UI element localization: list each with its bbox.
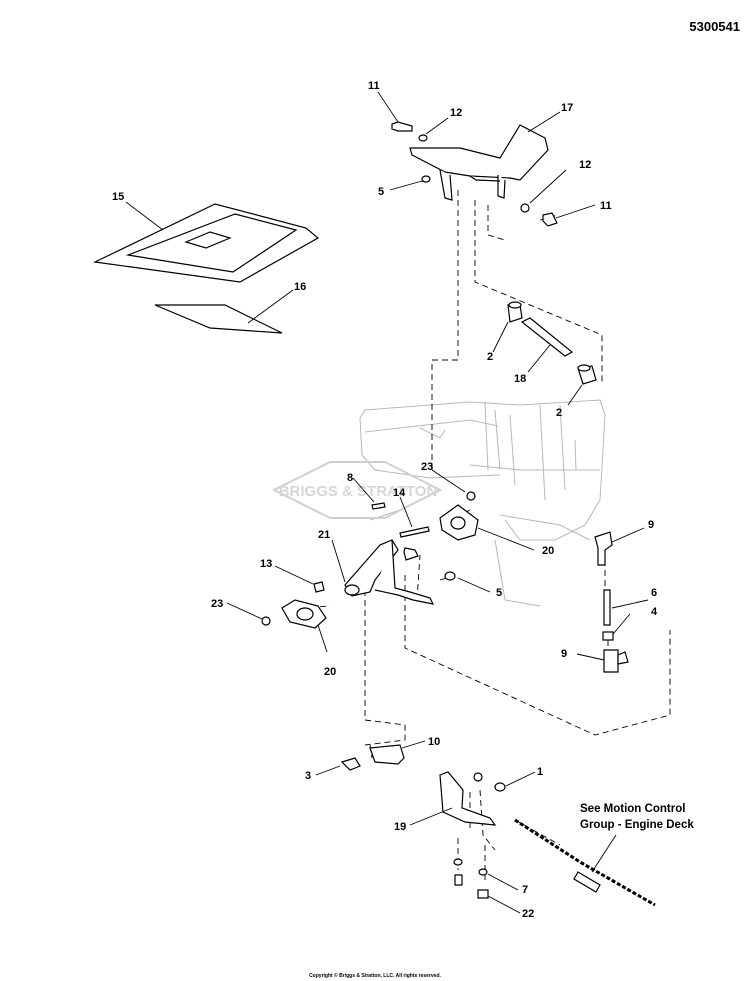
part-15-decal-inner [125,213,298,273]
background-frame-ghost [359,399,606,607]
part-16-decal [154,304,283,334]
note-line-1: See Motion Control [580,803,686,815]
motion-control-note: See Motion Control Group - Engine Deck [580,801,694,833]
callout-20: 20 [542,545,554,557]
note-line-2: Group - Engine Deck [580,819,694,831]
callout-3: 3 [305,770,311,782]
part-6-spring [603,589,611,626]
callout-13: 13 [260,558,272,570]
motion-control-cable [514,818,656,907]
assembly-dash-lines [299,177,671,880]
callout-8: 8 [347,472,353,484]
callout-6: 6 [651,587,657,599]
callout-11: 11 [600,200,612,212]
part-17-bracket [409,124,549,181]
part-10-clevis [369,744,405,765]
callout-11: 11 [368,80,380,92]
callout-20: 20 [324,666,336,678]
part-shapes [92,121,656,907]
callout-10: 10 [428,736,440,748]
part-9-fitting-bottom [603,649,619,673]
watermark-logo: BRIGGS & STRATTON [271,461,443,519]
callout-2: 2 [556,407,562,419]
callout-19: 19 [394,821,406,833]
callout-7: 7 [522,884,528,896]
callout-23: 23 [421,461,433,473]
callout-4: 4 [651,606,658,618]
callout-12: 12 [450,107,462,119]
callout-1: 1 [537,766,543,778]
part-9-fitting-top [594,531,613,566]
callout-22: 22 [522,908,534,920]
leader-lines [125,91,649,914]
callout-5: 5 [378,186,384,198]
part-19-bracket [439,771,497,826]
callout-18: 18 [514,373,526,385]
callout-23: 23 [211,598,223,610]
part-11-bolt-top [391,121,413,132]
callout-14: 14 [393,487,406,499]
svg-text:BRIGGS & STRATTON: BRIGGS & STRATTON [279,483,438,500]
part-callouts: 11 12 17 5 12 11 15 16 2 18 2 8 23 14 21… [112,80,658,920]
callout-16: 16 [294,281,306,293]
callout-2: 2 [487,351,493,363]
callout-21: 21 [318,529,330,541]
callout-9: 9 [561,648,567,660]
document-id: 5300541 [689,19,740,34]
callout-9: 9 [648,519,654,531]
part-18-pin [520,317,574,357]
callout-15: 15 [112,191,124,203]
callout-12: 12 [579,159,591,171]
callout-5: 5 [496,587,502,599]
callout-17: 17 [561,102,573,114]
copyright-notice: Copyright © Briggs & Stratton, LLC. All … [309,973,441,979]
